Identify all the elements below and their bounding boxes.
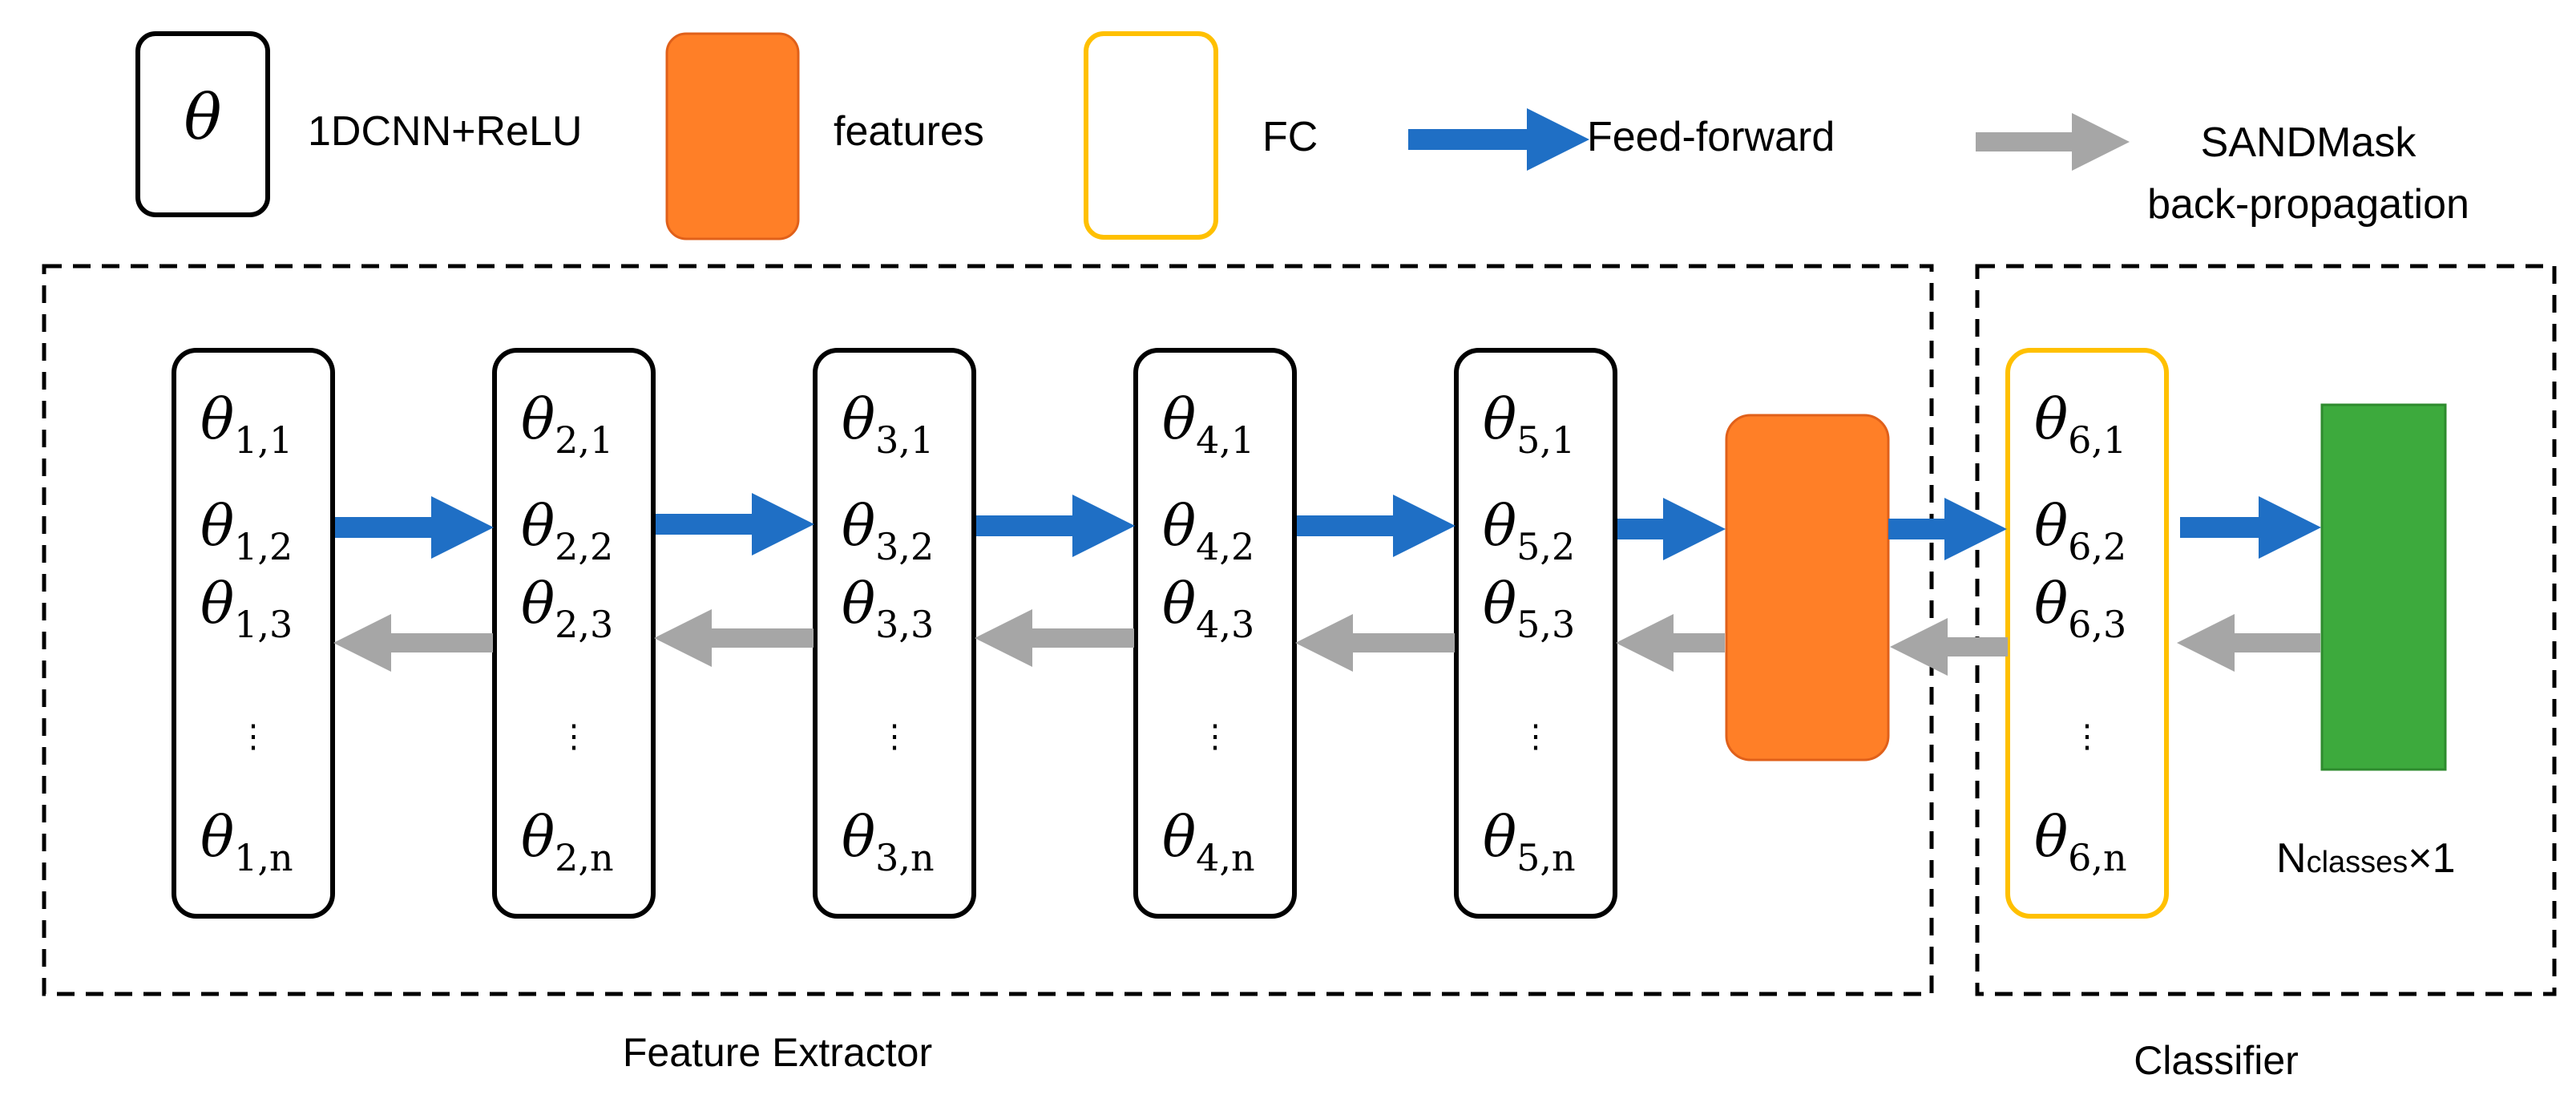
- legend-cnn: θ 1DCNN+ReLU: [135, 31, 582, 217]
- layer-4: θ4,1 θ4,2 θ4,3 ⋮ θ4,n: [1133, 348, 1297, 919]
- backprop-arrows: [333, 609, 2320, 676]
- theta-3-n: θ3,n: [842, 804, 935, 879]
- layer-2-box: [492, 348, 656, 919]
- output-classes: classes: [2307, 846, 2408, 879]
- layer-2: θ2,1 θ2,2 θ2,3 ⋮ θ2,n: [492, 348, 656, 919]
- legend-fc-box: [1084, 31, 1218, 240]
- legend-theta-symbol: θ: [184, 82, 222, 154]
- legend-backprop-label-line1: SANDMask: [2201, 119, 2417, 166]
- layer-3-box: [813, 348, 976, 919]
- theta-5-2: θ5,2: [1483, 493, 1575, 568]
- theta-6-n: θ6,n: [2034, 804, 2127, 879]
- vdots-5: ⋮: [1520, 718, 1552, 755]
- output-shape-label: Nclasses×1: [2276, 835, 2456, 882]
- theta-4-3: θ4,3: [1162, 571, 1254, 646]
- theta-4-2: θ4,2: [1162, 493, 1254, 568]
- theta-2-1: θ2,1: [521, 386, 613, 462]
- legend-fc: FC: [1084, 31, 1318, 240]
- legend-feedforward: Feed-forward: [1408, 108, 1835, 171]
- legend: θ 1DCNN+ReLU features FC Feed-forward SA…: [135, 31, 2469, 240]
- theta-2-n: θ2,n: [521, 804, 614, 879]
- output-vector: [2320, 403, 2447, 771]
- layer-4-box: [1133, 348, 1297, 919]
- legend-backprop: SANDMask back-propagation: [1976, 113, 2469, 228]
- theta-1-1: θ1,1: [200, 386, 293, 462]
- theta-5-n: θ5,n: [1483, 804, 1576, 879]
- theta-4-n: θ4,n: [1162, 804, 1255, 879]
- theta-6-3: θ6,3: [2034, 571, 2126, 646]
- classifier-label: Classifier: [2134, 1038, 2299, 1083]
- theta-4-1: θ4,1: [1162, 386, 1254, 462]
- layer-5: θ5,1 θ5,2 θ5,3 ⋮ θ5,n: [1454, 348, 1617, 919]
- output-n: N: [2276, 835, 2307, 882]
- feature-extractor-label: Feature Extractor: [623, 1030, 932, 1075]
- theta-1-3: θ1,3: [200, 571, 293, 646]
- vdots-4: ⋮: [1199, 718, 1231, 755]
- layer-5-box: [1454, 348, 1617, 919]
- theta-5-3: θ5,3: [1483, 571, 1575, 646]
- legend-backprop-label-line2: back-propagation: [2147, 181, 2469, 228]
- features-block: [1725, 414, 1890, 762]
- layer-3: θ3,1 θ3,2 θ3,3 ⋮ θ3,n: [813, 348, 976, 919]
- theta-1-2: θ1,2: [200, 493, 293, 568]
- vdots-1: ⋮: [237, 718, 269, 755]
- theta-6-1: θ6,1: [2034, 386, 2126, 462]
- feedforward-arrows: [335, 493, 2321, 560]
- theta-2-2: θ2,2: [521, 493, 613, 568]
- theta-3-3: θ3,3: [842, 571, 934, 646]
- vdots-3: ⋮: [878, 718, 910, 755]
- legend-fc-label: FC: [1262, 114, 1318, 160]
- theta-6-2: θ6,2: [2034, 493, 2126, 568]
- legend-feedforward-label: Feed-forward: [1587, 114, 1835, 160]
- legend-cnn-label: 1DCNN+ReLU: [308, 108, 582, 155]
- theta-3-1: θ3,1: [842, 386, 934, 462]
- legend-features-box: [665, 32, 800, 240]
- legend-features: features: [665, 32, 984, 240]
- layer-1-box: [172, 348, 335, 919]
- legend-cnn-box: [135, 31, 270, 217]
- layer-6-box: [2005, 348, 2169, 919]
- vdots-6: ⋮: [2071, 718, 2103, 755]
- output-times-one: ×1: [2408, 835, 2455, 882]
- theta-5-1: θ5,1: [1483, 386, 1575, 462]
- layer-1: θ1,1 θ1,2 θ1,3 ⋮ θ1,n: [172, 348, 335, 919]
- legend-features-label: features: [834, 108, 984, 155]
- theta-3-2: θ3,2: [842, 493, 934, 568]
- layer-6-fc: θ6,1 θ6,2 θ6,3 ⋮ θ6,n: [2005, 348, 2169, 919]
- vdots-2: ⋮: [558, 718, 590, 755]
- theta-1-n: θ1,n: [200, 804, 293, 879]
- theta-2-3: θ2,3: [521, 571, 613, 646]
- classifier-region: [1975, 264, 2557, 996]
